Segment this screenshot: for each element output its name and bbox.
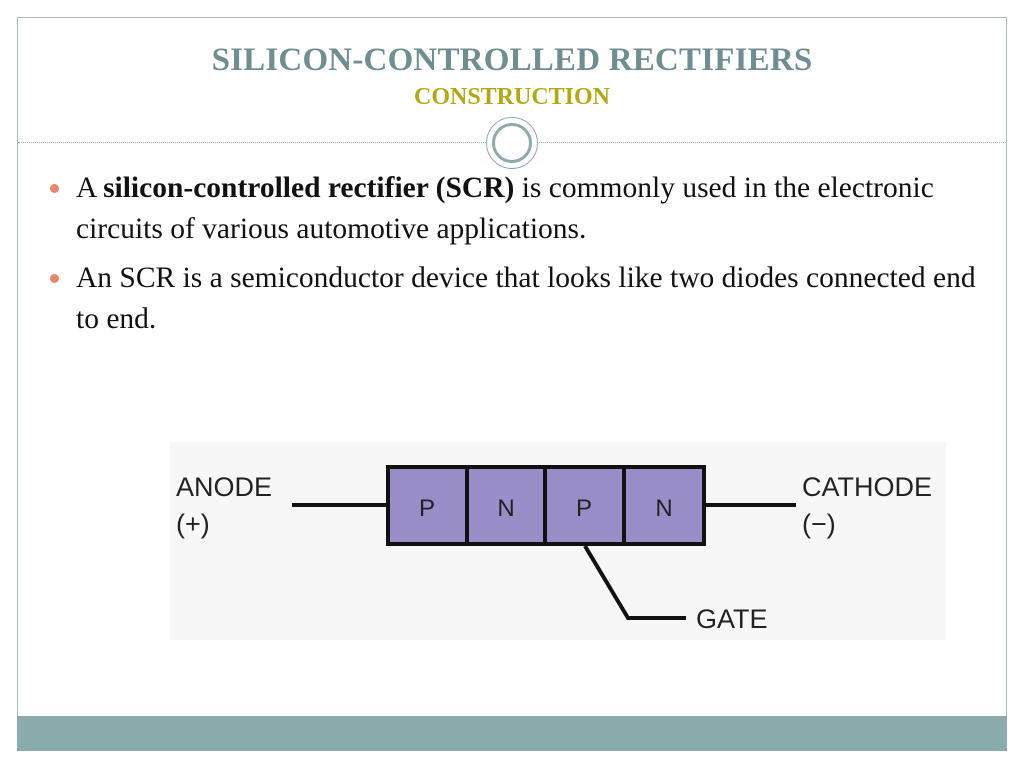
slide-title: SILICON-CONTROLLED RECTIFIERS [211,42,813,78]
cathode-label: CATHODE [802,472,932,502]
bullet-item-2: An SCR is a semiconductor device that lo… [50,258,980,340]
layer-1: P [386,465,469,546]
bullet-2-text: An SCR is a semiconductor device that lo… [76,262,976,335]
layer-2: N [465,465,547,546]
bullet-1-suffix: is commonly used in the electronic circu… [76,172,934,245]
gate-lead [583,544,686,620]
circle-ornament-icon [486,117,538,169]
layer-4-label: N [655,495,672,522]
anode-sign: (+) [176,509,210,539]
layer-1-label: P [419,495,435,522]
bullet-dot-icon [50,274,59,283]
layer-3-label: P [576,495,592,522]
footer-bar [17,716,1007,751]
cathode-sign: (−) [802,509,836,539]
bullet-dot-icon [50,184,59,193]
bullet-1-prefix: A [76,172,104,204]
gate-label: GATE [696,604,768,634]
anode-label: ANODE [176,472,272,502]
circle-ornament-inner [492,123,532,163]
bullet-item-1: A silicon-controlled rectifier (SCR) is … [50,168,980,250]
scr-diagram-svg: P N P N ANODE (+) CATHODE (−) GATE [176,465,932,634]
scr-diagram: P N P N ANODE (+) CATHODE (−) GATE [170,442,946,640]
slide-subtitle: CONSTRUCTION [413,84,611,110]
layer-3: P [543,465,626,546]
layer-4: N [622,465,706,546]
bullet-list: A silicon-controlled rectifier (SCR) is … [50,168,980,348]
layer-2-label: N [497,495,514,522]
bullet-1-bold-term: silicon-controlled rectifier (SCR) [103,172,515,204]
